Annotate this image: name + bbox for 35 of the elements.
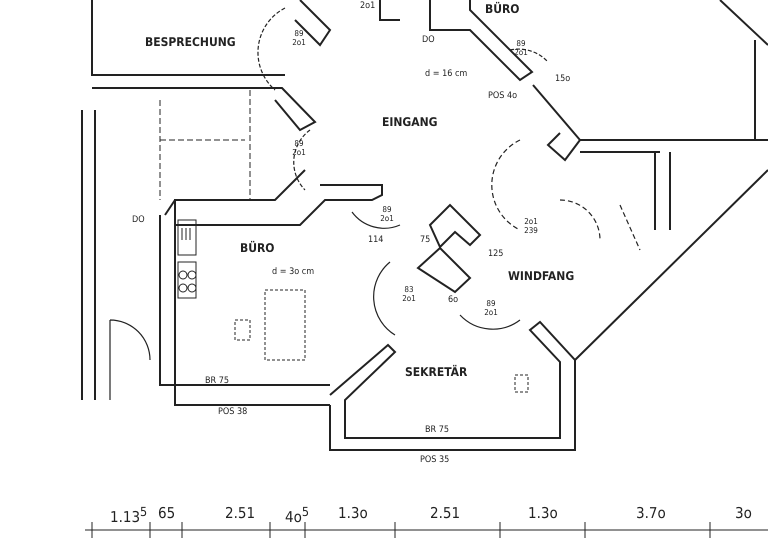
dimension-text: 3.7o xyxy=(636,505,666,522)
dimension-text: d = 16 cm xyxy=(425,70,468,80)
room-name: BESPRECHUNG xyxy=(145,36,236,50)
door-dimension: 89 2o1 xyxy=(291,30,307,48)
position-label: POS 38 xyxy=(218,408,248,418)
room-name: BÜRO xyxy=(240,242,274,256)
dimension-text: 2.51 xyxy=(225,505,256,522)
door-dimension: 89 2o1 xyxy=(379,206,395,224)
wall-label: DO xyxy=(132,216,145,226)
position-label: POS 4o xyxy=(488,92,518,102)
wall-label: BR 75 xyxy=(425,426,450,436)
position-label: POS 35 xyxy=(420,456,450,466)
dimension-text: 4o$^{5}$ xyxy=(285,505,309,526)
dimension-text: 75 xyxy=(420,236,430,246)
room-name: SEKRETÄR xyxy=(405,366,468,380)
dimension-text: 65 xyxy=(158,505,176,522)
dimension-text: 1.3o xyxy=(338,505,368,522)
wall-label: BR 75 xyxy=(205,377,230,387)
dimension-text: 2.51 xyxy=(430,505,460,522)
door-dimension: 2o1 239 xyxy=(523,218,539,236)
dimension-text: d = 3o cm xyxy=(272,268,314,278)
dimension-text: 6o xyxy=(448,296,458,306)
dimension-text: 114 xyxy=(368,236,384,246)
door-dimension: 2o1 xyxy=(360,2,376,12)
room-name: EINGANG xyxy=(382,116,438,130)
dimension-text: 3o xyxy=(735,505,752,522)
room-name: BÜRO xyxy=(485,3,520,16)
wall-label: DO xyxy=(422,36,435,46)
dimension-text: 125 xyxy=(488,250,504,260)
door-dimension: 89 2o1 xyxy=(483,300,499,318)
dimension-text: 15o xyxy=(555,75,570,85)
room-name: WINDFANG xyxy=(508,270,574,284)
door-dimension: 83 2o1 xyxy=(401,286,417,304)
dimension-text: 1.13$^{5}$ xyxy=(110,505,148,526)
dimension-text: 1.3o xyxy=(528,505,558,522)
